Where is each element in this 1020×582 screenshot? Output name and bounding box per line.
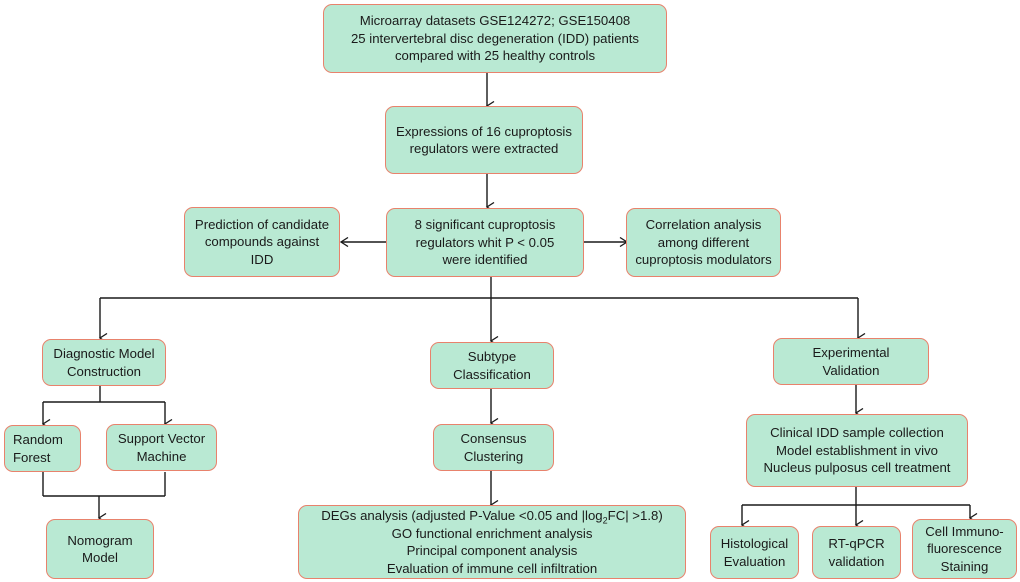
node-random-forest: Random Forest xyxy=(4,425,81,472)
node-text: Validation xyxy=(822,362,880,378)
node-text: Cell Immuno- xyxy=(925,523,1004,539)
node-consensus: Consensus Clustering xyxy=(433,424,554,471)
node-text: Histological xyxy=(720,536,789,551)
node-text: Principal component analysis xyxy=(406,543,578,558)
degs-text-post: FC| >1.8) xyxy=(607,508,663,523)
node-text: were identified xyxy=(442,252,528,268)
node-text: Prediction of candidate xyxy=(194,216,330,232)
node-nomogram: Nomogram Model xyxy=(46,519,154,579)
node-text: Correlation analysis xyxy=(645,217,762,233)
node-experimental: Experimental Validation xyxy=(773,338,929,385)
node-text: DEGs analysis (adjusted P-Value <0.05 an… xyxy=(321,507,663,525)
node-text: Clinical IDD sample collection xyxy=(770,425,944,441)
node-immuno: Cell Immuno- fluorescence Staining xyxy=(912,519,1017,579)
node-clinical: Clinical IDD sample collection Model est… xyxy=(746,414,968,487)
node-text: Machine xyxy=(136,448,187,464)
node-text: Classification xyxy=(453,366,531,382)
node-histological: Histological Evaluation xyxy=(710,526,799,579)
node-text: Experimental xyxy=(812,345,890,360)
node-text: Model establishment in vivo xyxy=(776,442,938,458)
node-prediction: Prediction of candidate compounds agains… xyxy=(184,207,340,277)
node-text: Diagnostic Model xyxy=(53,346,155,361)
node-text: IDD xyxy=(250,251,274,267)
node-text: regulators were extracted xyxy=(409,141,559,156)
node-extraction: Expressions of 16 cuproptosis regulators… xyxy=(385,106,583,174)
node-text: Expressions of 16 cuproptosis xyxy=(396,123,572,139)
node-text: Evaluation of immune cell infiltration xyxy=(386,560,598,576)
log-subscript: 2 xyxy=(602,515,608,526)
node-significant: 8 significant cuproptosis regulators whi… xyxy=(386,208,584,277)
node-diagnostic: Diagnostic Model Construction xyxy=(42,339,166,386)
node-subtype: Subtype Classification xyxy=(430,342,554,389)
node-text: GO functional enrichment analysis xyxy=(391,525,593,541)
node-text: Clustering xyxy=(463,448,524,464)
node-text: Forest xyxy=(13,449,51,465)
node-text: cuproptosis modulators xyxy=(635,252,772,268)
node-text: 25 intervertebral disc degeneration (IDD… xyxy=(350,30,640,46)
node-text: Evaluation xyxy=(723,553,786,569)
degs-text-pre: DEGs analysis (adjusted P-Value <0.05 an… xyxy=(321,508,603,523)
node-datasets: Microarray datasets GSE124272; GSE150408… xyxy=(323,4,667,73)
node-text: Subtype xyxy=(467,349,517,364)
node-text: Nomogram xyxy=(67,532,133,548)
node-svm: Support Vector Machine xyxy=(106,424,217,471)
node-text: Consensus xyxy=(460,431,527,446)
node-text: Model xyxy=(82,550,118,565)
node-text: Construction xyxy=(66,363,142,379)
node-correlation: Correlation analysis among different cup… xyxy=(626,208,781,277)
node-text: Microarray datasets GSE124272; GSE150408 xyxy=(359,13,631,29)
node-text: 8 significant cuproptosis xyxy=(414,217,556,233)
node-text: among different xyxy=(657,234,750,250)
node-rtqpcr: RT-qPCR validation xyxy=(812,526,901,579)
node-text: fluorescence xyxy=(927,541,1002,557)
node-text: Support Vector xyxy=(117,431,206,446)
node-text: compounds against xyxy=(204,234,320,250)
node-text: validation xyxy=(828,553,885,569)
node-text: Random xyxy=(13,432,63,447)
node-text: RT-qPCR xyxy=(828,536,885,551)
node-text: Nucleus pulposus cell treatment xyxy=(763,460,951,476)
node-text: regulators whit P < 0.05 xyxy=(415,234,555,250)
node-text: compared with 25 healthy controls xyxy=(394,48,596,64)
node-degs: DEGs analysis (adjusted P-Value <0.05 an… xyxy=(298,505,686,579)
node-text: Staining xyxy=(940,558,989,574)
